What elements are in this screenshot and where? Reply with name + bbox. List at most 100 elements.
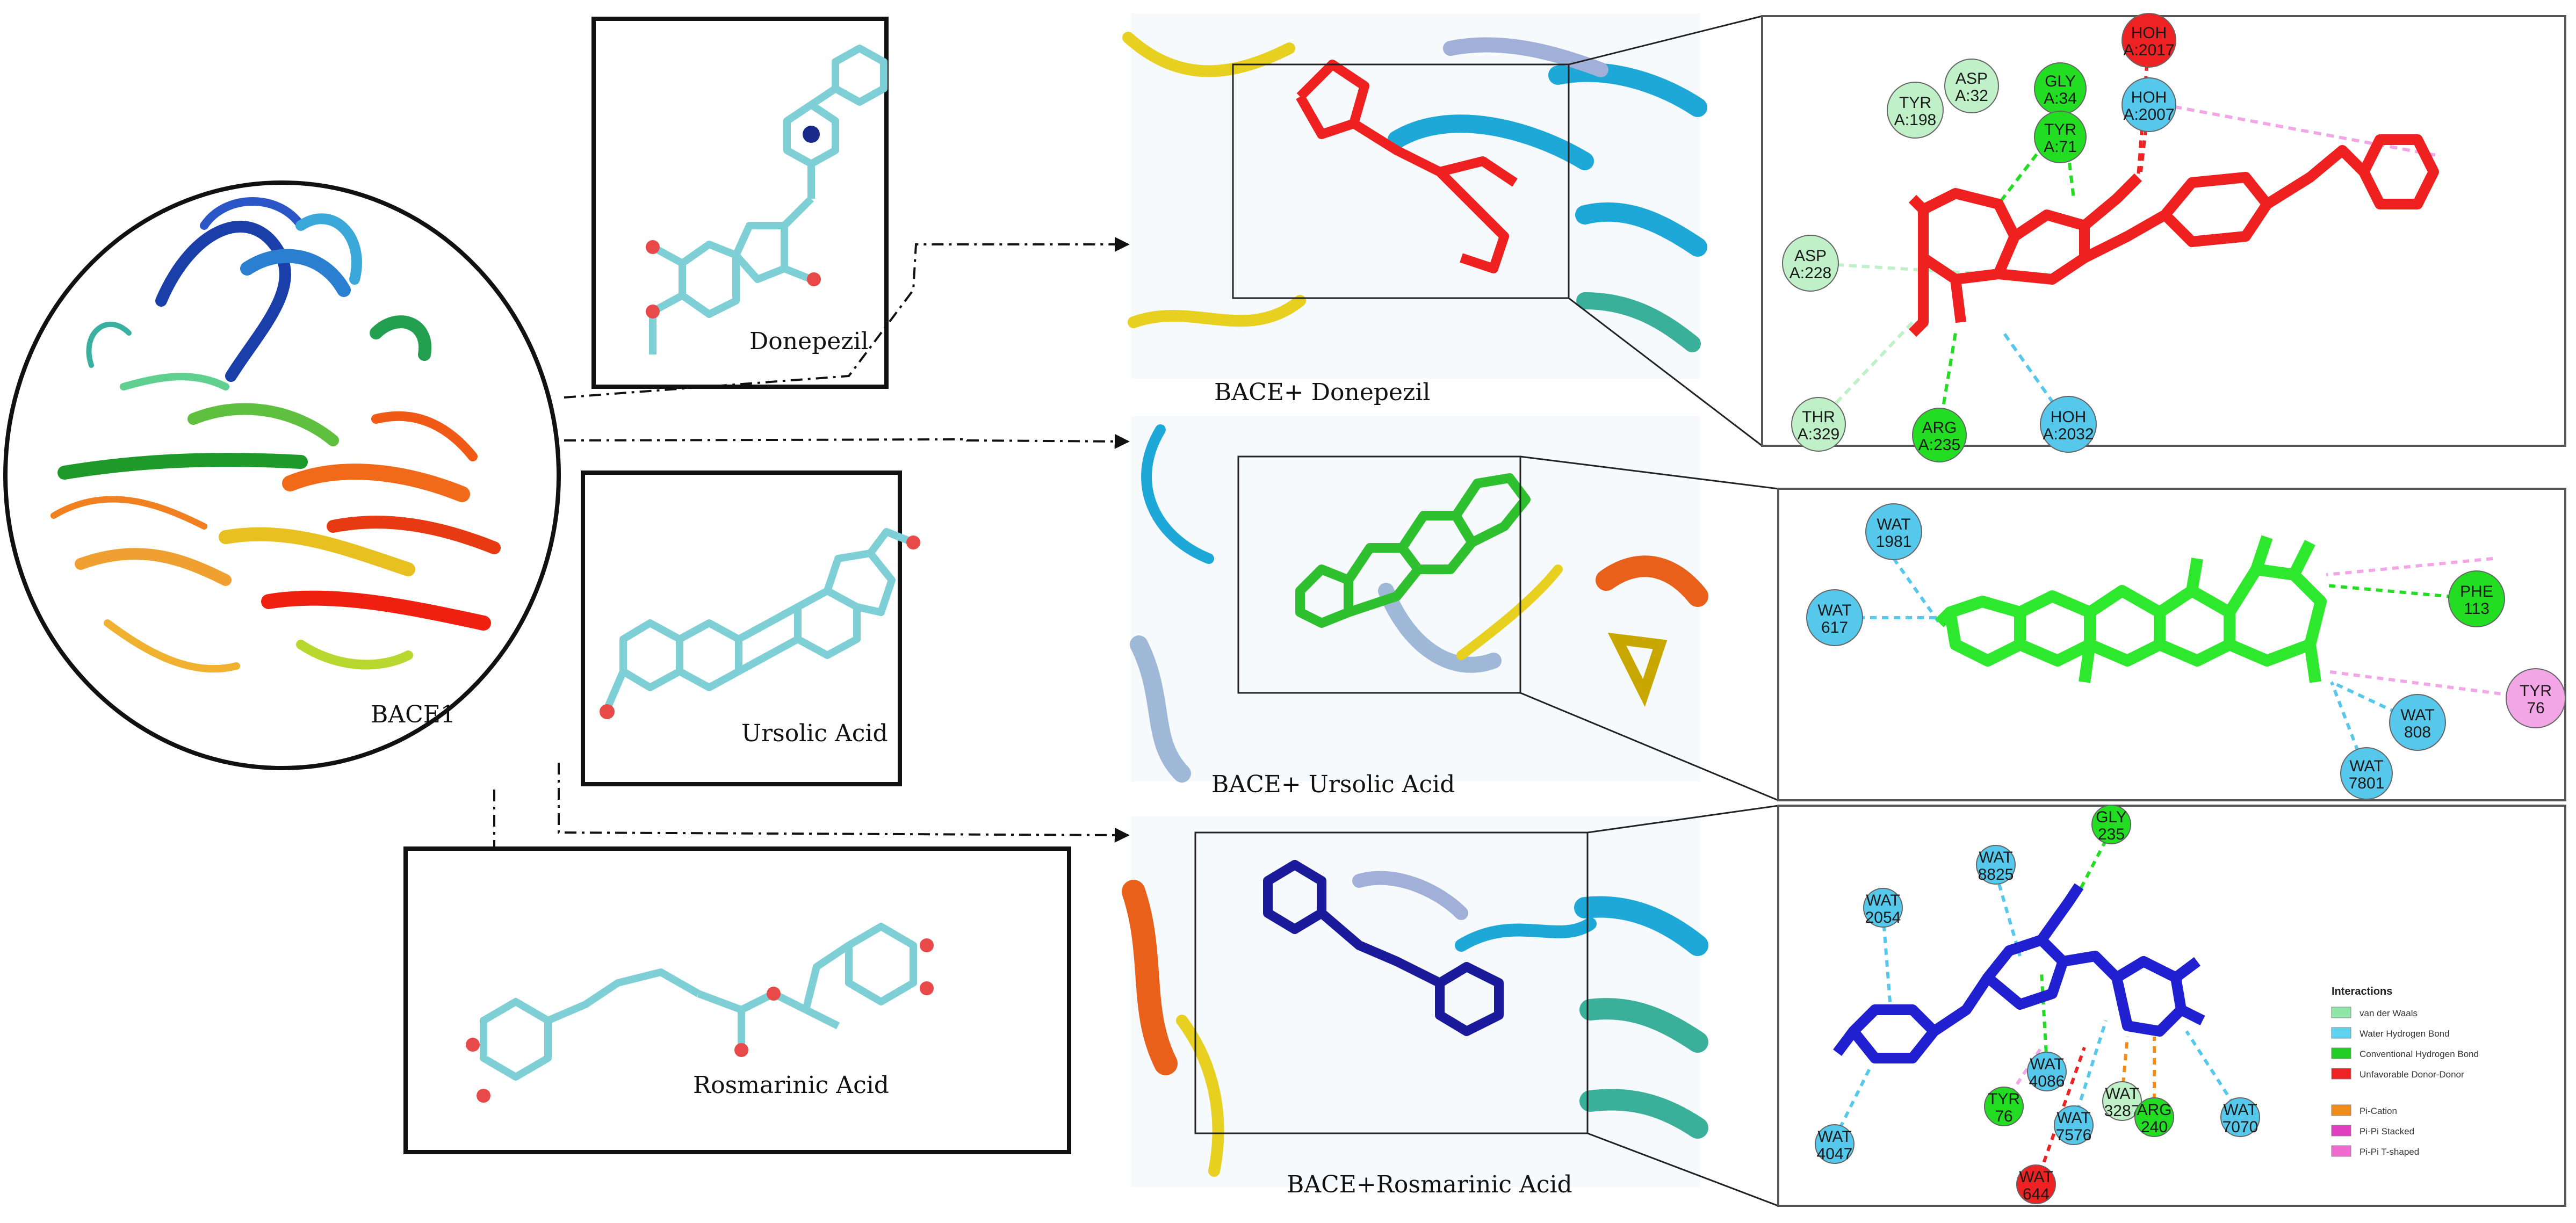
p2-residue-id: 76	[2527, 699, 2544, 717]
donepezil-ligand	[1908, 134, 2439, 337]
connectors	[493, 237, 1130, 849]
p2-residue-circle	[2389, 694, 2446, 751]
legend-swatch	[2331, 1104, 2351, 1116]
p1-residue-circle	[2122, 13, 2176, 68]
p2-residue-name: WAT	[1877, 516, 1910, 533]
p3-residue-circle	[1984, 1087, 2024, 1126]
p2-residue-circle	[1865, 503, 1922, 560]
legend-label: Pi-Cation	[2359, 1106, 2397, 1116]
p1-residue-circle	[2122, 77, 2176, 132]
p3-residue-id: 3287	[2104, 1102, 2140, 1120]
p2-residue-id: 808	[2404, 723, 2431, 741]
oxygen-atom	[646, 240, 660, 254]
p3-residue-name: TYR	[1988, 1090, 2020, 1108]
oxygen-atom	[477, 1089, 490, 1103]
legend-swatch	[2331, 1047, 2351, 1059]
p3-residue-name: WAT	[1979, 849, 2012, 866]
p3-residue-name: WAT	[2057, 1109, 2090, 1127]
oxygen-atom	[600, 704, 615, 719]
legend-label: Conventional Hydrogen Bond	[2359, 1049, 2479, 1059]
complex-3d-panel-1: BACE+ Donepezil	[1122, 13, 1707, 406]
rosmarinic-sticks	[480, 923, 917, 1081]
complex-3d-panel-2: BACE+ Ursolic Acid	[1130, 416, 1708, 798]
p1-residue-circle	[1912, 408, 1967, 462]
p1-residue-name: ASP	[1794, 247, 1827, 265]
p2-residue-circle	[2340, 747, 2393, 800]
p3-residue-id: 235	[2098, 826, 2125, 843]
p3-residue-id: 2054	[1865, 909, 1901, 927]
p1-residue-name: ASP	[1956, 70, 1988, 88]
p3-residue-circle	[2091, 805, 2131, 844]
p3-residue-circle	[2102, 1081, 2142, 1121]
p1-residue-name: HOH	[2131, 24, 2167, 42]
nitrogen-atom	[803, 126, 820, 143]
complex-3d-panel-3: BACE+Rosmarinic Acid	[1122, 816, 1708, 1198]
rosmarinic-ligand	[1833, 883, 2205, 1063]
oxygen-atom	[920, 981, 934, 995]
p1-residue-name: GLY	[2045, 73, 2076, 90]
oxygen-atom	[920, 938, 934, 952]
oxygen-atom	[767, 987, 781, 1001]
p3-residue-circle	[1863, 888, 1903, 928]
p1-residue-id: A:329	[1798, 425, 1839, 443]
donepezil-label: Donepezil	[749, 328, 869, 355]
p2-residue-circle	[2506, 668, 2566, 728]
legend-label: Water Hydrogen Bond	[2359, 1029, 2450, 1039]
complex2-label: BACE+ Ursolic Acid	[1211, 771, 1455, 798]
p1-residue-circle	[2040, 396, 2097, 453]
ursolic-ligand	[1935, 535, 2327, 683]
ursolic-structure-panel: Ursolic Acid	[581, 471, 920, 786]
oxygen-atom	[466, 1038, 480, 1052]
p3-residue-name: WAT	[2223, 1101, 2257, 1119]
complex2-bg	[1131, 416, 1700, 781]
p1-residue-id: A:2017	[2123, 41, 2174, 59]
bace1-label: BACE1	[371, 701, 456, 728]
p1-residue-name: TYR	[2044, 121, 2076, 139]
p3-residue-id: 7576	[2056, 1126, 2092, 1144]
p2-residue-id: 113	[2464, 600, 2490, 618]
p3-residue-circle	[1815, 1124, 1855, 1164]
p2-residue-id: 617	[1821, 619, 1848, 636]
legend-label: Unfavorable Donor-Donor	[2359, 1069, 2464, 1080]
p1-residue-id: A:71	[2044, 138, 2077, 156]
p2-residue-name: WAT	[2400, 706, 2434, 724]
p3-residue-name: GLY	[2096, 808, 2127, 826]
p3-residue-circle	[2220, 1097, 2260, 1137]
p3-residue-id: 4086	[2029, 1073, 2065, 1090]
p3-residue-id: 8825	[1978, 866, 2014, 884]
residues-3: GLY235WAT8825WAT2054WAT4086TYR76WAT3287W…	[1815, 805, 2260, 1204]
bace1-protein-panel: BACE1	[3, 180, 561, 770]
p3-residue-id: 240	[2141, 1118, 2168, 1136]
protein-ribbon	[50, 197, 501, 673]
p2-residue-circle	[1806, 589, 1863, 646]
zoom-lines	[1520, 15, 1779, 1207]
p3-residue-name: ARG	[2137, 1101, 2171, 1119]
p1-residue-name: TYR	[1899, 94, 1931, 112]
residues-1: TYRA:198ASPA:32GLYA:34TYRA:71HOHA:2017HO…	[1782, 13, 2176, 462]
p1-residue-name: ARG	[1922, 419, 1957, 437]
p2-residue-name: WAT	[2349, 757, 2383, 775]
p1-residue-id: A:2007	[2123, 106, 2174, 124]
legend-label: van der Waals	[2359, 1008, 2418, 1018]
p1-residue-id: A:228	[1790, 264, 1831, 282]
p2-residue-id: 7801	[2349, 775, 2385, 792]
donepezil-sticks	[649, 45, 887, 354]
p3-residue-circle	[2016, 1164, 2056, 1204]
p1-residue-id: A:34	[2044, 90, 2077, 107]
p2-residue-circle	[2448, 570, 2505, 627]
p3-residue-circle	[2134, 1097, 2174, 1137]
p1-residue-name: HOH	[2131, 89, 2167, 106]
donepezil-structure-panel: Donepezil	[591, 17, 889, 389]
legend-swatch	[2331, 1125, 2351, 1137]
p1-residue-circle	[1791, 397, 1846, 452]
p3-residue-circle	[2027, 1052, 2067, 1091]
p3-residue-name: WAT	[2030, 1055, 2063, 1073]
p1-residue-name: HOH	[2051, 408, 2087, 426]
oxygen-atom	[734, 1043, 748, 1057]
interaction-panel-1: TYRA:198ASPA:32GLYA:34TYRA:71HOHA:2017HO…	[1761, 13, 2566, 462]
p1-residue-name: THR	[1802, 408, 1835, 426]
p1-residue-id: A:235	[1918, 436, 1960, 454]
